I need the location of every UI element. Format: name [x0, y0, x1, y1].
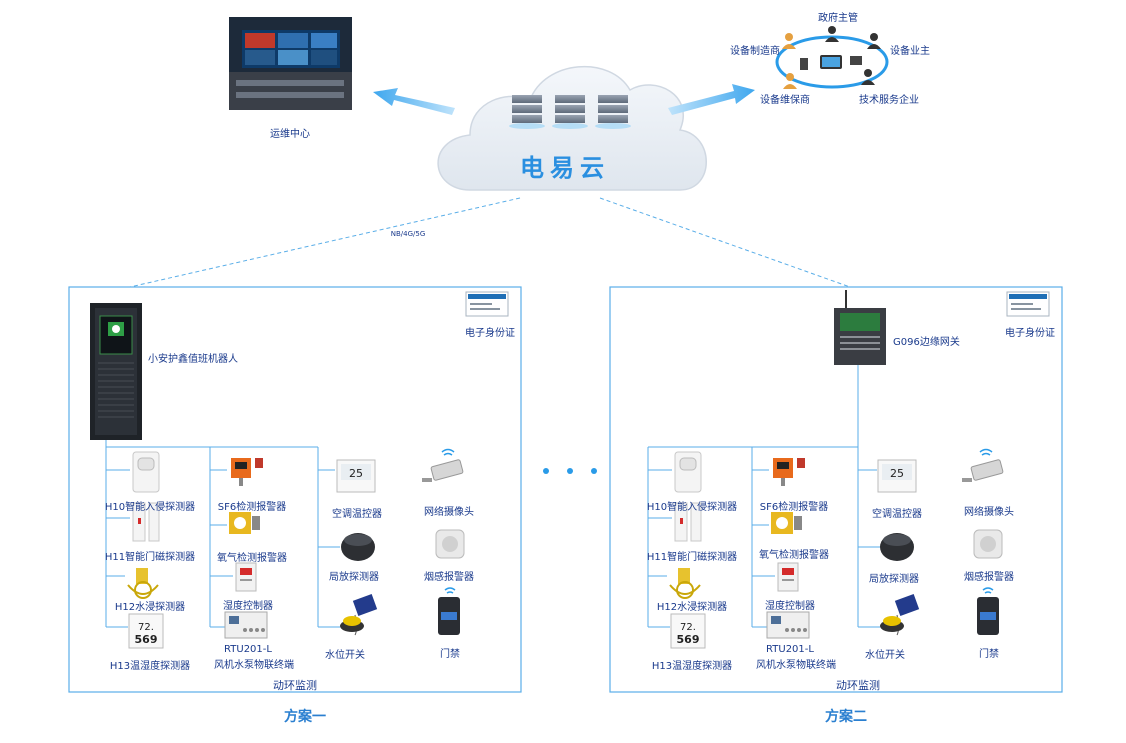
door-magnet-icon	[132, 502, 160, 542]
eco-node-tech: 技术服务企业	[859, 95, 919, 106]
sf6-alarm-icon	[231, 458, 263, 486]
plan2-box	[609, 286, 1063, 693]
rtu-terminal-icon	[224, 611, 268, 639]
plan1-c2-0: SF6检测报警器	[217, 502, 287, 513]
plan2-c3-2: 水位开关	[865, 650, 905, 661]
plan2-c1-0: H10智能入侵探测器	[646, 502, 738, 513]
plan2-c4-2: 门禁	[979, 649, 999, 660]
plan1-c2-1: 氧气检测报警器	[217, 553, 287, 564]
access-control-icon-2	[977, 587, 999, 635]
door-magnet-icon-2	[674, 502, 702, 542]
plan1-c2-2: 湿度控制器	[223, 601, 273, 612]
gateway-icon	[834, 290, 886, 365]
ops-center-photo	[229, 17, 352, 110]
humidity-controller-icon-2	[777, 562, 799, 592]
svg-text:25: 25	[349, 467, 363, 480]
plan2-c3-1: 局放探测器	[869, 574, 919, 585]
water-level-switch-icon	[340, 594, 378, 636]
arrow-to-ecosystem-icon	[668, 84, 755, 115]
server-icon	[509, 95, 631, 129]
plan2-c1-3: H13温湿度探测器	[651, 661, 733, 672]
id-card-icon	[465, 291, 509, 317]
eco-node-owner: 设备业主	[890, 46, 930, 57]
plan2-c2-3: RTU201-L	[766, 644, 814, 655]
eco-node-gov: 政府主管	[818, 13, 858, 24]
svg-text:72.: 72.	[680, 622, 696, 633]
access-control-icon	[438, 587, 460, 635]
plan1-tree	[105, 440, 340, 628]
plan1-robot-label: 小安护鑫值班机器人	[148, 354, 238, 365]
eco-node-maker: 设备制造商	[730, 46, 780, 57]
cloud-label: 电易云	[520, 154, 610, 182]
plan1-c4-1: 烟感报警器	[424, 572, 474, 583]
svg-text:569: 569	[135, 633, 158, 646]
person-icons	[782, 26, 881, 89]
plan2-id-label: 电子身份证	[1005, 328, 1055, 339]
plan1-title: 方案一	[284, 709, 326, 725]
plan1-c4-2: 门禁	[440, 649, 460, 660]
svg-text:25: 25	[890, 467, 904, 480]
plan2-c1-2: H12水浸探测器	[656, 602, 728, 613]
plan1-c4-0: 网络摄像头	[424, 507, 474, 518]
temp-humidity-screen-icon: 72.569	[128, 613, 164, 649]
partial-discharge-icon	[341, 533, 375, 561]
plan2-c4-0: 网络摄像头	[964, 507, 1014, 518]
arrow-to-ops-icon	[373, 88, 455, 115]
plan2-c3-0: 空调温控器	[872, 509, 922, 520]
sf6-alarm-icon-2	[773, 458, 805, 486]
intrusion-detector-icon	[132, 451, 160, 493]
plan2-gateway-label: G096边缘网关	[893, 337, 960, 348]
rtu-terminal-icon-2	[766, 611, 810, 639]
plan1-c2-4: 风机水泵物联终端	[214, 660, 294, 671]
plan1-c1-0: H10智能入侵探测器	[104, 502, 196, 513]
plan2-c2-4: 风机水泵物联终端	[756, 660, 836, 671]
plan1-bottom-label: 动环监测	[273, 679, 317, 692]
plan1-id-label: 电子身份证	[465, 328, 515, 339]
partial-discharge-icon-2	[880, 533, 914, 561]
intrusion-detector-icon-2	[674, 451, 702, 493]
plan2-bottom-label: 动环监测	[836, 679, 880, 692]
plan1-c1-3: H13温湿度探测器	[109, 661, 191, 672]
link-label: NB/4G/5G	[390, 230, 426, 238]
ac-thermostat-icon-2: 25	[877, 459, 917, 493]
plan2-tree	[647, 365, 880, 628]
plan1-c2-3: RTU201-L	[224, 644, 272, 655]
tablet-icon	[820, 55, 842, 69]
plan2-c2-2: 湿度控制器	[765, 601, 815, 612]
plan1-c3-0: 空调温控器	[332, 509, 382, 520]
smoke-alarm-icon	[435, 529, 465, 559]
oxygen-alarm-icon	[229, 512, 260, 534]
plan1-c1-2: H12水浸探测器	[114, 602, 186, 613]
temp-humidity-screen-icon-2: 72.569	[670, 613, 706, 649]
network-camera-icon	[422, 448, 464, 482]
plan2-c4-1: 烟感报警器	[964, 572, 1014, 583]
network-camera-icon-2	[962, 448, 1004, 482]
water-level-switch-icon-2	[880, 594, 920, 636]
oxygen-alarm-icon-2	[771, 512, 802, 534]
water-leak-icon-2	[669, 568, 701, 599]
water-leak-icon	[127, 568, 159, 599]
plan1-c1-1: H11智能门磁探测器	[104, 552, 196, 563]
humidity-controller-icon	[235, 562, 257, 592]
plan2-title: 方案二	[825, 709, 867, 725]
id-card-icon-2	[1006, 291, 1050, 317]
ops-center-label: 运维中心	[270, 129, 310, 140]
plan1-c3-1: 局放探测器	[329, 572, 379, 583]
plan1-box	[68, 286, 522, 693]
ac-thermostat-icon: 25	[336, 459, 376, 493]
plan2-c2-0: SF6检测报警器	[759, 502, 829, 513]
svg-text:569: 569	[677, 633, 700, 646]
svg-text:72.: 72.	[138, 622, 154, 633]
plan2-c1-1: H11智能门磁探测器	[646, 552, 738, 563]
plan2-c2-1: 氧气检测报警器	[759, 550, 829, 561]
plan1-c3-2: 水位开关	[325, 650, 365, 661]
smoke-alarm-icon-2	[973, 529, 1003, 559]
eco-node-maintainer: 设备维保商	[760, 95, 810, 106]
robot-cabinet-icon	[90, 303, 142, 440]
